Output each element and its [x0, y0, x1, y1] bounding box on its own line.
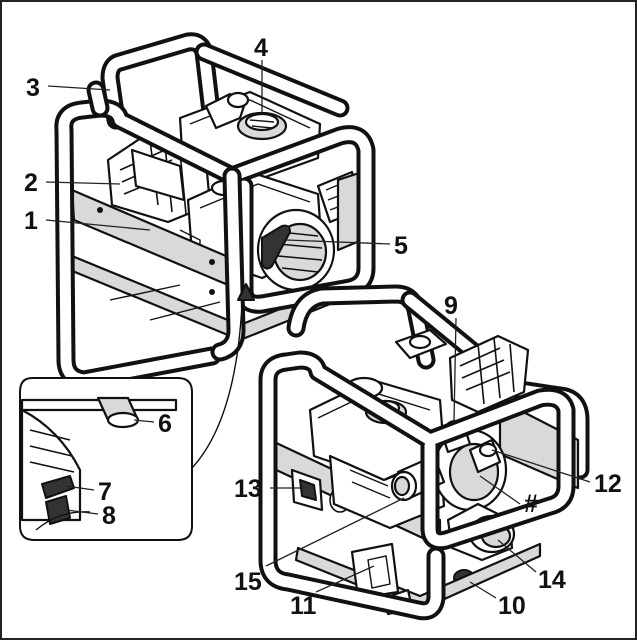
callout-12: 12 — [594, 470, 622, 498]
leader-10 — [469, 581, 497, 599]
pump-rear-view — [54, 32, 376, 390]
pump2-frame-front — [258, 350, 576, 621]
fuel-valve-lever — [41, 475, 75, 499]
callout-14: 14 — [538, 566, 566, 594]
callout-3: 3 — [26, 74, 40, 102]
leader-hash — [479, 475, 521, 505]
pump-front-view — [258, 284, 590, 621]
callout-labels: 1 2 3 4 5 6 7 8 9 10 11 12 13 14 15 # — [24, 34, 622, 620]
pump1-frame-back — [100, 32, 350, 130]
callout-5: 5 — [394, 232, 408, 260]
callout-8: 8 — [102, 502, 116, 530]
callout-6: 6 — [158, 410, 172, 438]
inset-pipe — [106, 411, 140, 429]
leader-2 — [45, 181, 121, 185]
callout-15: 15 — [234, 568, 262, 596]
leader-7 — [65, 485, 95, 491]
callout-10: 10 — [498, 592, 526, 620]
engine-switch — [299, 479, 317, 501]
callout-11: 11 — [290, 592, 317, 620]
leader-15 — [265, 497, 405, 567]
choke-lever — [45, 495, 71, 525]
leader-3 — [47, 85, 111, 91]
callout-hash: # — [524, 490, 538, 518]
callout-1: 1 — [24, 207, 38, 235]
leader-5 — [285, 239, 391, 245]
callout-4: 4 — [254, 34, 268, 62]
leader-8 — [65, 509, 99, 515]
detail-inset — [19, 303, 243, 541]
leader-6 — [133, 419, 155, 423]
callout-2: 2 — [24, 169, 38, 197]
detail-arrow-head — [237, 283, 255, 301]
starter-handle — [261, 224, 291, 270]
callout-7: 7 — [98, 478, 112, 506]
leader-14 — [497, 539, 537, 573]
callout-13: 13 — [234, 475, 262, 503]
leader-lines — [45, 60, 591, 599]
leader-9 — [453, 317, 457, 423]
callout-9: 9 — [444, 292, 458, 320]
leader-1 — [45, 219, 151, 231]
leader-11 — [315, 565, 375, 593]
leader-12 — [491, 449, 591, 483]
